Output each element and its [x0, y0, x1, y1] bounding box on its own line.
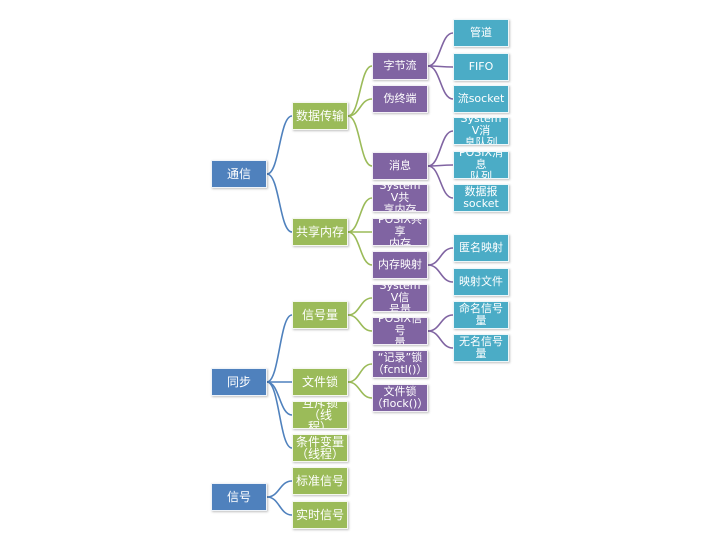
connector-line: [427, 264, 454, 283]
tree-node: “记录”锁 （fcntl()）: [372, 350, 428, 378]
connector-line: [427, 32, 454, 67]
tree-node: 匿名映射: [453, 234, 509, 262]
tree-node: 字节流: [372, 52, 428, 80]
tree-node: 条件变量 （线程）: [292, 434, 348, 462]
tree-node: 内存映射: [372, 251, 428, 279]
tree-node: System V信 号量: [372, 284, 428, 312]
tree-node: 实时信号: [292, 501, 348, 529]
connector-line: [427, 130, 454, 167]
tree-node: 映射文件: [453, 268, 509, 296]
tree-node: 共享内存: [292, 218, 348, 246]
connector-line: [266, 480, 293, 498]
connector-line: [347, 231, 373, 266]
connector-line: [347, 98, 373, 117]
tree-node: 无名信号量: [453, 334, 509, 362]
connector-line: [427, 247, 454, 266]
tree-node: 互斥锁（线 程）: [292, 401, 348, 429]
connector-line: [266, 115, 293, 175]
connector-line: [266, 173, 293, 233]
tree-node: 文件锁 （flock()）: [372, 384, 428, 412]
connector-line: [347, 297, 373, 316]
connector-line: [427, 314, 454, 332]
connector-line: [347, 197, 373, 233]
tree-node: 信号量: [292, 301, 348, 329]
tree-node: 消息: [372, 152, 428, 180]
tree-node: 数据传输: [292, 102, 348, 130]
connector-line: [347, 65, 373, 117]
tree-node: 信号: [211, 483, 267, 511]
connector-line: [347, 363, 373, 383]
tree-node: 通信: [211, 160, 267, 188]
tree-node: 命名信号量: [453, 301, 509, 329]
connector-line: [347, 115, 373, 167]
tree-node: 数据报 socket: [453, 184, 509, 212]
connector-line: [266, 381, 293, 416]
tree-node: POSIX消息 队列: [453, 151, 509, 179]
tree-node: 伪终端: [372, 85, 428, 113]
connector-line: [427, 165, 454, 199]
connector-line: [347, 314, 373, 332]
connector-line: [266, 381, 293, 449]
tree-node: 标准信号: [292, 467, 348, 495]
tree-node: System V消 息队列: [453, 117, 509, 145]
connector-line: [427, 330, 454, 349]
connector-line: [427, 65, 454, 100]
tree-node: 管道: [453, 19, 509, 47]
connector-line: [347, 381, 373, 399]
tree-node: 同步: [211, 368, 267, 396]
tree-node: FIFO: [453, 53, 509, 81]
tree-node: System V共 享内存: [372, 184, 428, 212]
tree-node: POSIX信号 量: [372, 317, 428, 345]
tree-node: 流socket: [453, 85, 509, 113]
connector-line: [266, 496, 293, 516]
connector-line: [266, 314, 293, 383]
tree-node: 文件锁: [292, 368, 348, 396]
tree-node: POSIX共享 内存: [372, 218, 428, 246]
